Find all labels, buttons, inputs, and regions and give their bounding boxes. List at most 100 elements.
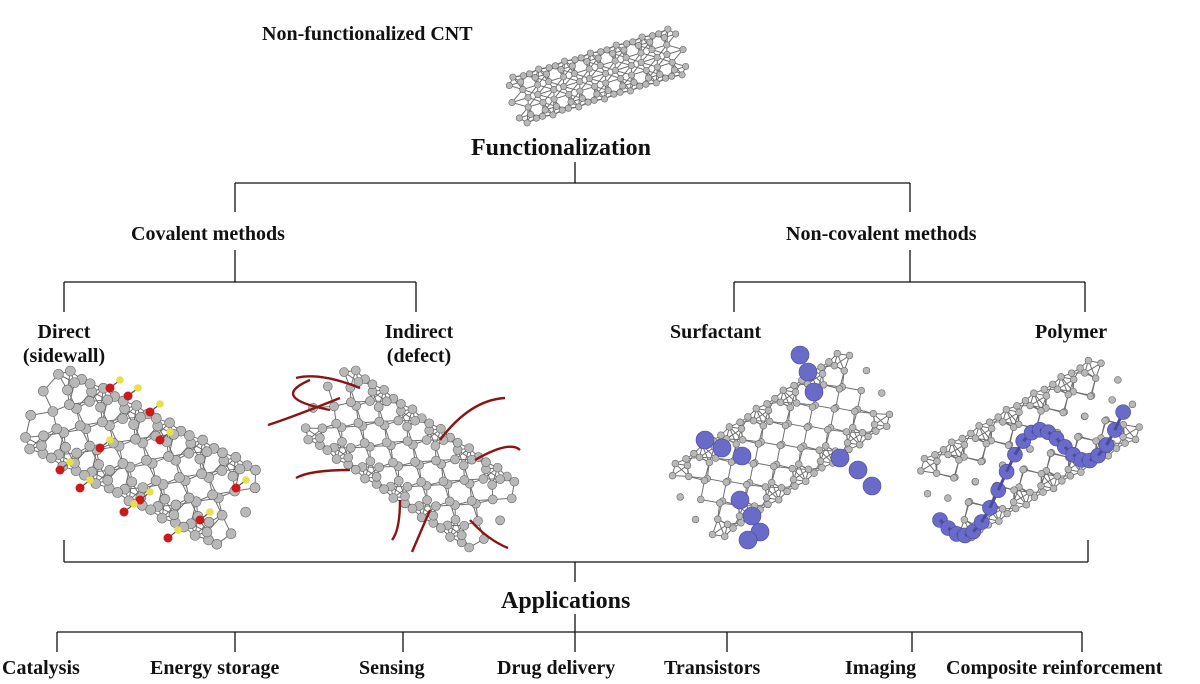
carbon-atom <box>721 532 729 541</box>
carbon-atom <box>47 406 59 417</box>
carbon-atom <box>421 435 432 445</box>
carbon-atom <box>737 425 746 433</box>
carbon-atom <box>818 370 827 378</box>
carbon-atom <box>487 494 498 505</box>
carbon-atom <box>481 457 491 467</box>
carbon-atom <box>435 523 446 533</box>
carbon-atom <box>964 498 973 507</box>
surfactant-molecule <box>830 448 850 468</box>
functionalization-title: Functionalization <box>471 135 652 161</box>
carbon-atom <box>388 493 399 503</box>
surfactant-molecule <box>712 438 732 458</box>
carbon-atom <box>869 409 878 418</box>
carbon-atom <box>379 484 389 494</box>
carbon-atom <box>1074 433 1082 441</box>
carbon-atom <box>1131 435 1140 444</box>
alkyl-chain <box>439 396 506 441</box>
carbon-atom <box>545 78 553 86</box>
carbon-atom <box>596 62 604 70</box>
carbon-atom <box>495 474 505 484</box>
carbon-atom <box>683 461 692 470</box>
carbon-atom <box>815 446 824 454</box>
carbon-atom <box>653 54 661 62</box>
carbon-atom <box>473 516 483 526</box>
carbon-atom <box>196 468 207 480</box>
carbon-atom <box>323 381 333 392</box>
carbon-atom <box>1058 477 1066 485</box>
carbon-atom <box>428 510 439 521</box>
carbon-atom <box>682 62 690 70</box>
carbon-atom <box>660 34 668 42</box>
carbon-atom <box>117 458 129 469</box>
carbon-atom <box>71 447 82 459</box>
carbon-atom <box>802 477 810 486</box>
carbon-atom <box>346 397 356 408</box>
carbon-atom <box>515 114 523 122</box>
carbon-atom <box>541 106 549 114</box>
carbon-atom <box>51 423 62 435</box>
carbon-atom <box>135 411 146 423</box>
carbon-atom <box>1086 392 1095 400</box>
oxygen-atom <box>123 391 133 401</box>
carbon-atom <box>410 457 420 467</box>
surfactant-molecule <box>804 382 824 402</box>
oxygen-atom <box>145 407 155 417</box>
carbon-atom <box>234 463 246 475</box>
alkyl-chain <box>295 468 351 480</box>
carbon-atom <box>835 385 844 393</box>
covalent-methods-label: Covalent methods <box>131 223 285 245</box>
direct-sidewall-label: Direct (sidewall) <box>18 320 110 368</box>
carbon-atom <box>343 452 354 463</box>
carbon-atom <box>509 73 517 81</box>
carbon-atom <box>1009 498 1018 506</box>
carbon-atom <box>104 465 116 476</box>
carbon-atom <box>532 114 540 122</box>
hydrogen-atom <box>66 458 74 466</box>
carbon-atom <box>725 423 733 431</box>
carbon-atom <box>557 66 565 74</box>
carbon-atom <box>137 482 149 493</box>
carbon-atom <box>977 457 985 466</box>
carbon-atom <box>230 452 242 463</box>
carbon-atom <box>768 478 776 487</box>
carbon-atom <box>545 64 553 72</box>
carbon-atom <box>128 419 139 430</box>
carbon-atom <box>567 98 575 106</box>
cnt-surfactant-illustration <box>668 345 894 550</box>
carbon-atom <box>749 460 757 468</box>
hydrogen-atom <box>174 526 182 534</box>
carbon-atom <box>752 404 760 413</box>
carbon-atom <box>668 471 677 480</box>
carbon-atom <box>786 403 794 412</box>
carbon-atom <box>527 110 535 118</box>
carbon-atom <box>431 501 441 511</box>
carbon-atom <box>856 441 864 449</box>
carbon-atom <box>407 503 418 514</box>
carbon-atom <box>668 72 676 80</box>
carbon-atom <box>597 48 605 56</box>
carbon-atom <box>583 58 591 66</box>
carbon-atom <box>69 377 80 388</box>
oxygen-atom <box>105 383 115 393</box>
carbon-atom <box>1021 397 1030 405</box>
carbon-atom <box>163 451 174 462</box>
carbon-atom <box>156 512 168 524</box>
carbon-atom <box>960 516 969 524</box>
carbon-atom <box>872 427 880 435</box>
carbon-atom <box>1037 469 1046 478</box>
carbon-atom <box>920 454 929 463</box>
carbon-atom <box>662 74 670 82</box>
carbon-atom <box>1026 401 1034 410</box>
carbon-atom <box>849 423 857 432</box>
hydrogen-atom <box>134 384 142 392</box>
carbon-atom <box>1009 423 1018 431</box>
carbon-atom <box>842 428 851 436</box>
alkyl-chain <box>267 396 341 427</box>
surfactant-molecule <box>798 362 818 382</box>
carbon-atom <box>833 349 841 358</box>
carbon-atom <box>450 454 460 465</box>
carbon-atom <box>1081 412 1089 420</box>
carbon-atom <box>509 476 520 487</box>
carbon-atom <box>46 452 57 464</box>
carbon-atom <box>431 455 441 466</box>
